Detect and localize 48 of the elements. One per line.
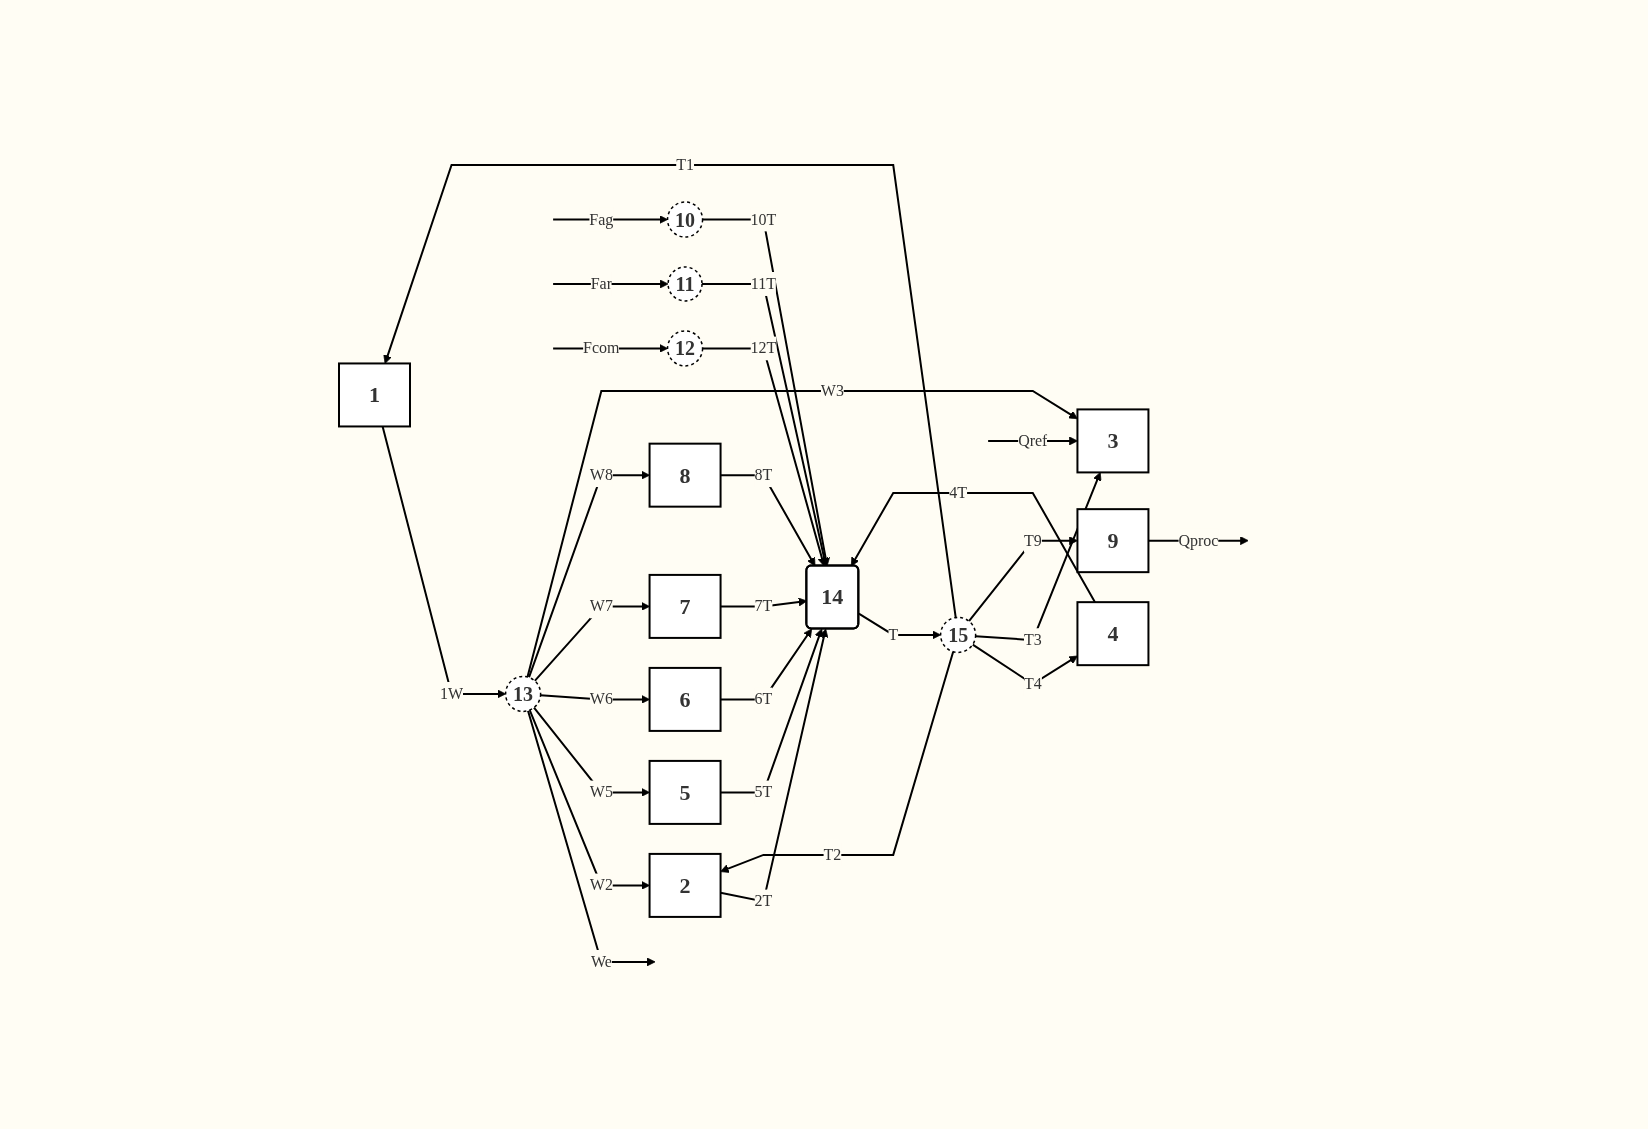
node-circle: 13 bbox=[505, 675, 542, 712]
edge-label: W7 bbox=[590, 596, 614, 614]
edge-label: T9 bbox=[1024, 531, 1042, 549]
edge-label: W5 bbox=[590, 782, 614, 800]
arrow bbox=[851, 491, 1097, 603]
node-box: 4 bbox=[1076, 600, 1150, 666]
edge-label: 1W bbox=[440, 684, 464, 702]
node-box: 7 bbox=[648, 573, 722, 639]
arrow bbox=[383, 163, 957, 619]
node-circle: 15 bbox=[940, 616, 977, 653]
edge-label: Qproc bbox=[1178, 531, 1219, 549]
edge-label: Fag bbox=[589, 210, 614, 228]
arrow bbox=[720, 650, 955, 873]
edge-label: We bbox=[591, 952, 613, 970]
edge-label: 12T bbox=[750, 338, 777, 356]
edge-label: 2T bbox=[754, 891, 773, 909]
node-box: 2 bbox=[648, 852, 722, 918]
node-box: 9 bbox=[1076, 507, 1150, 573]
edge-label: T4 bbox=[1024, 674, 1042, 692]
edge-label: T2 bbox=[823, 845, 842, 863]
edge-label: W3 bbox=[821, 381, 845, 399]
edge-label: 6T bbox=[754, 689, 773, 707]
edge-label: 8T bbox=[754, 465, 773, 483]
node-box: 6 bbox=[648, 666, 722, 732]
node-box: 3 bbox=[1076, 407, 1150, 473]
edge-label: W6 bbox=[590, 689, 614, 707]
edge-label: Qref bbox=[1018, 431, 1048, 449]
node-box: 5 bbox=[648, 759, 722, 825]
edge-label: T1 bbox=[676, 155, 695, 173]
arrow bbox=[527, 709, 656, 966]
edge-label: 7T bbox=[754, 596, 773, 614]
edge-label: W8 bbox=[590, 465, 614, 483]
node-circle: 10 bbox=[667, 200, 704, 238]
edge-label: W2 bbox=[590, 875, 614, 893]
edge-label: Far bbox=[590, 274, 613, 292]
arrow bbox=[552, 279, 669, 288]
node-circle: 11 bbox=[667, 265, 704, 302]
node-box: 8 bbox=[648, 442, 722, 508]
edge-label: 4T bbox=[949, 483, 968, 501]
edge-label: 10T bbox=[750, 210, 777, 228]
node-box: 1 bbox=[338, 362, 412, 427]
edge-label: 5T bbox=[754, 782, 773, 800]
arrow bbox=[858, 612, 942, 639]
node-circle: 12 bbox=[667, 329, 704, 367]
edge-label: T3 bbox=[1024, 630, 1042, 648]
edge-label: Fcom bbox=[583, 338, 620, 356]
edge-label: 11T bbox=[751, 274, 777, 292]
edge-label: T bbox=[888, 625, 899, 643]
